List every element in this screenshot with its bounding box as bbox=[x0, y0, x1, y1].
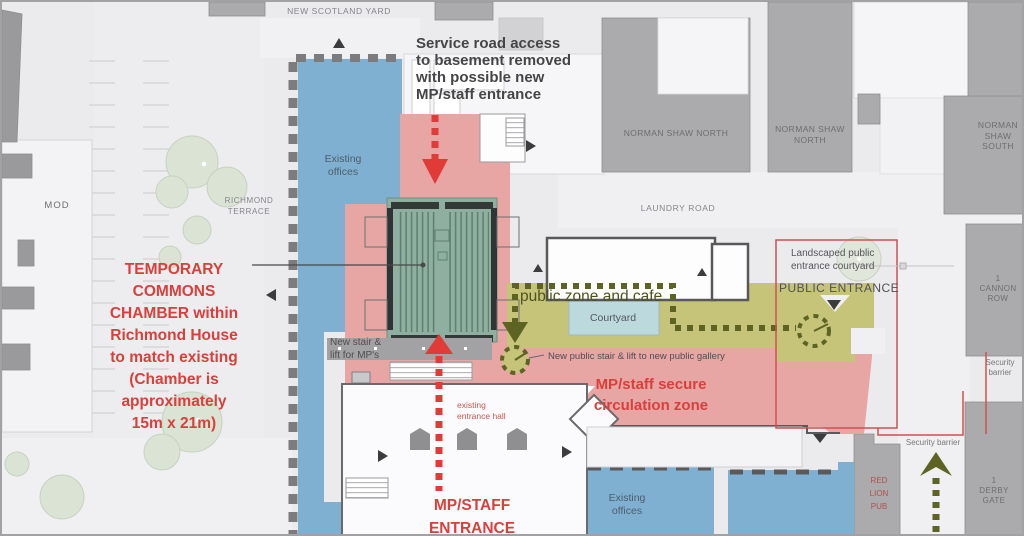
chamber-benches-left bbox=[396, 212, 437, 332]
pillar bbox=[457, 428, 477, 450]
pillar bbox=[507, 428, 527, 450]
public-route-arrowhead-icon bbox=[502, 322, 528, 343]
public-route-dashed-path bbox=[500, 283, 952, 532]
public-entrance-arrow-icon bbox=[827, 300, 841, 310]
pavilion-buildings bbox=[545, 236, 750, 302]
chamber-table bbox=[434, 229, 450, 242]
new-stair-lift-mp-area bbox=[327, 338, 492, 384]
service-road-arrowhead-icon bbox=[422, 159, 448, 184]
tree-icons bbox=[4, 135, 882, 520]
building-norman-shaw-south bbox=[943, 95, 1022, 215]
building-one-cannon-row bbox=[965, 223, 1022, 357]
building-existing-offices-west bbox=[298, 59, 402, 534]
mp-entrance-arrowhead-icon bbox=[425, 334, 453, 354]
direction-markers bbox=[266, 38, 841, 462]
chamber-benches-right bbox=[448, 212, 489, 332]
building-red-lion-pub bbox=[853, 433, 901, 534]
building-left-wedge bbox=[2, 9, 23, 143]
public-entrance-red-box bbox=[775, 239, 898, 429]
pillar bbox=[410, 428, 430, 450]
courtyard-area bbox=[568, 300, 660, 336]
salmon-zone-south-wall bbox=[345, 425, 840, 434]
temporary-commons-chamber bbox=[364, 197, 520, 343]
building-norman-shaw-north-2 bbox=[767, 2, 853, 173]
facade-crenellation bbox=[288, 54, 838, 534]
chamber-gallery-outlines bbox=[364, 216, 520, 331]
red-annotations bbox=[252, 115, 987, 491]
building-one-derby-gate bbox=[964, 401, 1022, 534]
north-stair bbox=[479, 113, 526, 163]
derby-gate-arrow-icon bbox=[920, 452, 952, 476]
security-barrier-line-south bbox=[877, 391, 964, 436]
